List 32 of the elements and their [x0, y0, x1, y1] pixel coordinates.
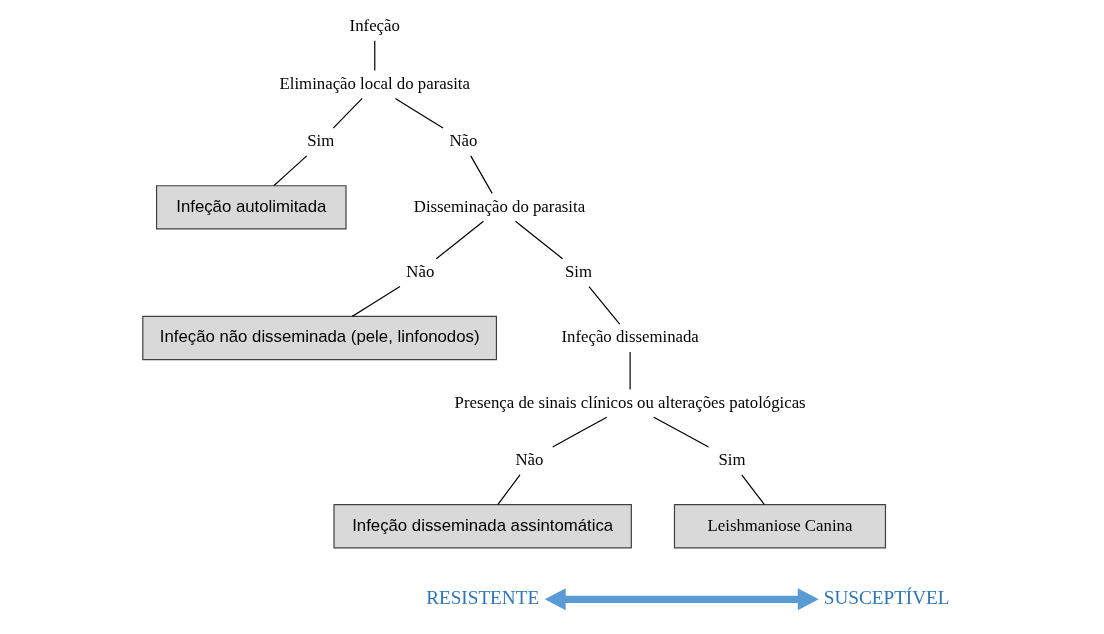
node-text: Infeção — [349, 16, 400, 36]
arrow — [544, 588, 819, 611]
node-text: Sim — [718, 450, 746, 470]
connector — [332, 97, 363, 129]
node-text: Não — [405, 262, 434, 282]
node-text: Presença de sinais clínicos ou alterações patológicas — [454, 392, 806, 412]
node-text: Disseminação do parasita — [413, 196, 585, 216]
connector — [629, 351, 631, 390]
node-text: SUSCEPTÍVEL — [823, 586, 950, 608]
connector — [514, 220, 563, 260]
connector — [273, 155, 307, 187]
node-box: Leishmaniose Canina — [673, 504, 886, 549]
node-box: Infeção autolimitada — [155, 185, 347, 230]
connector — [551, 416, 607, 448]
connector — [351, 285, 401, 317]
node-text: Não — [449, 131, 477, 151]
node-box: Infeção não disseminada (pele, linfonodos) — [141, 315, 497, 361]
node-text: Não — [514, 450, 543, 470]
connector — [373, 40, 375, 72]
connector — [587, 285, 620, 325]
connector — [469, 155, 493, 194]
connector — [496, 474, 521, 505]
connector — [652, 416, 709, 448]
node-box: Infeção disseminada assintomática — [332, 504, 632, 549]
connector — [394, 97, 444, 129]
node-text: RESISTENTE — [425, 586, 539, 608]
node-text: Sim — [564, 262, 592, 282]
node-text: Sim — [306, 131, 334, 151]
node-text: Infeção disseminada — [560, 327, 699, 347]
connector — [435, 220, 484, 260]
node-text: Eliminação local do parasita — [279, 73, 470, 93]
connector — [740, 474, 765, 505]
